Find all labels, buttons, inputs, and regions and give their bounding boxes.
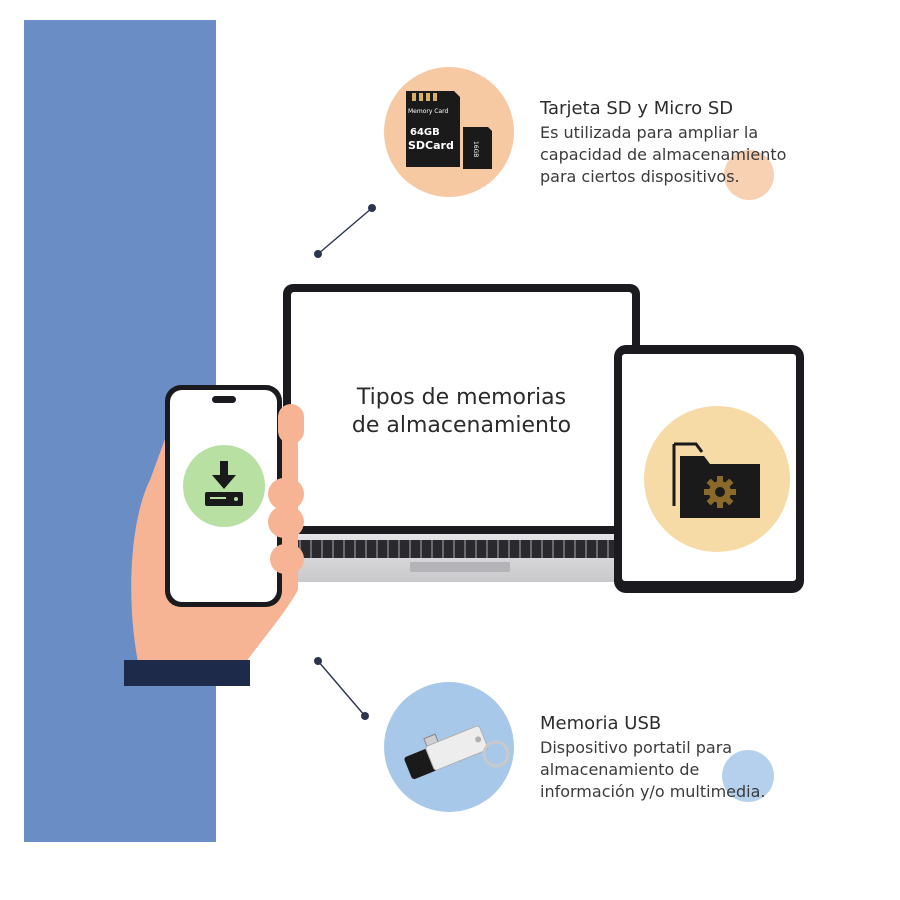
laptop-keyboard [290, 540, 632, 558]
phone-screen [170, 390, 277, 602]
folder-circle [644, 406, 790, 552]
center-title: Tipos de memorias de almacenamiento [291, 384, 632, 440]
laptop-screen: Tipos de memorias de almacenamiento [283, 284, 640, 534]
micro-sd-label: 16GB [472, 141, 479, 157]
laptop-base [262, 534, 660, 582]
smartphone [165, 385, 282, 607]
laptop-trackpad [410, 562, 510, 572]
sd-accent-circle [724, 150, 774, 200]
usb-drive-icon [404, 725, 510, 780]
sd-info-block: Tarjeta SD y Micro SD Es utilizada para … [540, 98, 860, 188]
usb-accent-circle [722, 750, 774, 802]
sd-card-circle: Memory Card 64GB SDCard 16GB [384, 67, 514, 197]
sd-card-label: Memory Card [408, 108, 449, 115]
tablet-screen [622, 354, 796, 581]
sd-desc-line-1: Es utilizada para ampliar la [540, 123, 759, 142]
download-drive-icon [205, 461, 243, 506]
usb-circle [384, 682, 514, 812]
laptop-display: Tipos de memorias de almacenamiento [291, 292, 632, 526]
center-title-line-1: Tipos de memorias [356, 385, 567, 410]
sd-desc-line-2: capacidad de almacenamiento [540, 145, 787, 164]
folder-gear-icon [672, 442, 760, 518]
download-circle [183, 445, 265, 527]
sd-card-type: SDCard [408, 139, 454, 152]
sd-title: Tarjeta SD y Micro SD [540, 98, 734, 119]
usb-description: Dispositivo portatil para almacenamiento… [540, 737, 860, 803]
usb-info-block: Memoria USB Dispositivo portatil para al… [540, 713, 860, 803]
center-title-line-2: de almacenamiento [351, 413, 572, 438]
usb-title: Memoria USB [540, 713, 662, 734]
usb-desc-line-3: información y/o multimedia. [540, 782, 766, 801]
sd-card-capacity: 64GB [410, 127, 440, 138]
sd-card-icon: Memory Card 64GB SDCard 16GB [406, 91, 492, 169]
sd-description: Es utilizada para ampliar la capacidad d… [540, 122, 860, 188]
phone-notch [212, 396, 236, 403]
tablet [614, 345, 804, 593]
usb-desc-line-2: almacenamiento de [540, 760, 700, 779]
sd-desc-line-3: para ciertos dispositivos. [540, 167, 740, 186]
usb-desc-line-1: Dispositivo portatil para [540, 738, 733, 757]
